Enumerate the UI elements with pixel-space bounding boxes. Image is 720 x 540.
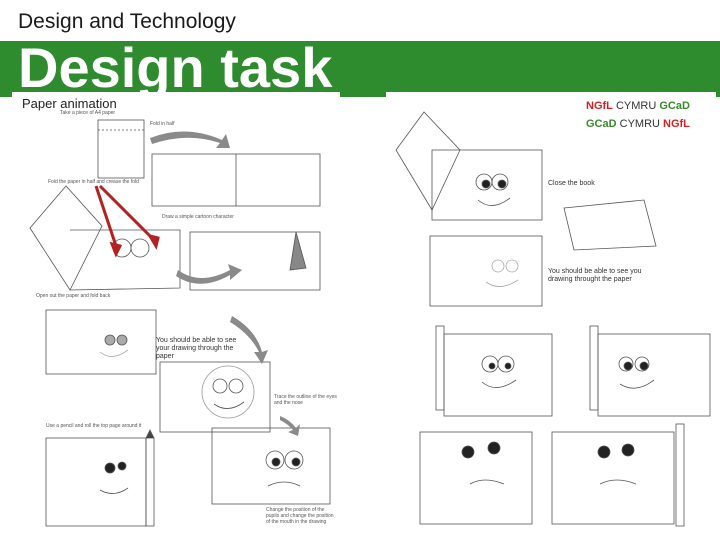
label-step8: Change the position of the pupils and ch…	[266, 507, 334, 525]
label-step6: Trace the outline of the eyes and the no…	[274, 394, 337, 406]
rolling-page-illustration	[45, 437, 147, 527]
label-step9: Close the book	[548, 180, 595, 187]
logo-line-1: NGfL CYMRU GCaD	[586, 100, 690, 112]
logo-cymru-2: CYMRU	[616, 118, 664, 130]
label-step4: Open out the paper and fold back	[36, 293, 111, 299]
divider	[0, 38, 720, 41]
closed-book-illustration	[563, 199, 657, 251]
pencil-2	[589, 325, 599, 411]
final-face-1	[419, 431, 533, 525]
red-arrows	[94, 184, 160, 258]
logo-gcad: GCaD	[659, 100, 690, 112]
label-step3: Fold the paper in half and crease the fo…	[48, 179, 139, 185]
header-top	[0, 0, 720, 40]
sheet-title: Paper animation	[22, 96, 117, 111]
label-step1: Take a piece of A4 paper	[60, 110, 116, 116]
pencil-1	[435, 325, 445, 411]
label-step7: Use a pencil and roll the top page aroun…	[46, 423, 142, 429]
logo-ngfl: NGfL	[586, 100, 613, 112]
title-bar	[0, 41, 720, 97]
traced-face-illustration	[45, 309, 157, 375]
label-step5: You should be able to see your drawing t…	[156, 337, 237, 360]
label-step10: You should be able to see you drawing th…	[548, 268, 642, 283]
final-face-2	[551, 431, 675, 525]
fold-back-illustration	[189, 231, 321, 291]
logo-ngfl-2: NGfL	[663, 118, 690, 130]
grey-arrows	[150, 131, 300, 436]
label-step11: Draw a simple cartoon character	[162, 214, 234, 220]
label-step2: Fold in half	[150, 121, 175, 127]
paper-sheet-illustration	[97, 119, 145, 179]
slide-title: Design task	[18, 36, 333, 99]
slide-subtitle: Design and Technology	[18, 10, 236, 33]
logo-line-2: GCaD CYMRU NGfL	[586, 118, 690, 130]
open-book-illustration	[29, 185, 103, 291]
instruction-sheet-right	[386, 92, 716, 536]
cartoon-book-illustration	[395, 111, 461, 211]
logo-cymru: CYMRU	[612, 100, 660, 112]
logo-gcad-2: GCaD	[586, 118, 617, 130]
see-through-illustration	[429, 235, 543, 307]
changed-face-illustration	[211, 427, 331, 505]
